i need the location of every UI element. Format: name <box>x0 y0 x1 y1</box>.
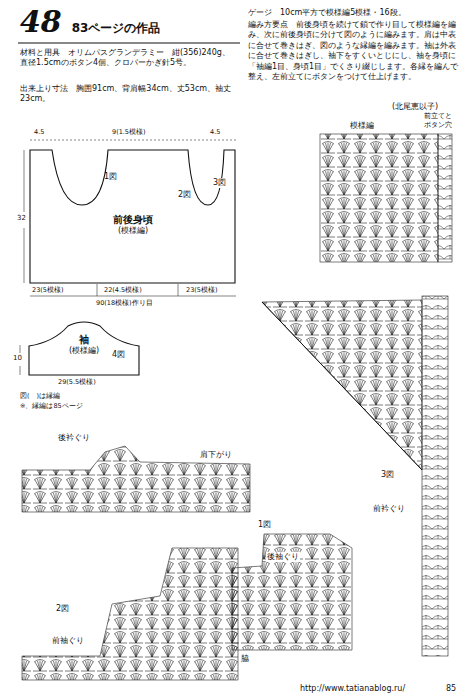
dimension: 23(5模様) <box>186 286 217 294</box>
size-note: 出来上り寸法 胸囲91cm、背肩幅34cm、丈53cm、袖丈23cm。 <box>20 84 235 105</box>
part-label: 前袖ぐり <box>52 636 84 646</box>
figure-ref: 2図 <box>56 604 69 614</box>
dimension: 90(18模様)作り目 <box>96 299 153 307</box>
figure-ref: 3図 <box>212 178 227 188</box>
note: 図( )は縁編 <box>20 392 60 400</box>
dimension: 4.5 <box>34 128 44 136</box>
dimension: 23(5模様) <box>32 286 63 294</box>
dimension-lines <box>20 140 236 375</box>
node-text: 48 83ページの作品 <box>18 4 240 40</box>
dimension: 9(1.5模様) <box>112 128 146 136</box>
front-armhole-chart <box>22 548 238 680</box>
header-rule <box>18 42 240 43</box>
watermark: http://www.tatianablog.ru/ <box>300 684 405 694</box>
gauge-note: ゲージ 10cm平方で模様編5模様・16段。 <box>248 8 460 18</box>
dimension: 22(4.5模様) <box>104 286 142 294</box>
note: ※、縁編は85ページ <box>20 402 83 410</box>
body-piece: 前後身頃(模様編) <box>30 146 236 284</box>
sleeve-piece: 袖(模様編) <box>28 318 140 376</box>
dimension: 4.5 <box>210 128 220 136</box>
part-label: 肩下がり <box>200 450 232 460</box>
part-label: 前衿ぐり <box>372 504 406 514</box>
page-number: 85 <box>446 684 456 694</box>
figure-ref: 2図 <box>178 190 191 200</box>
dimension: 32 <box>16 214 27 223</box>
part-label: 後衿ぐり <box>58 433 90 443</box>
back-neck-chart <box>22 446 250 512</box>
back-armhole-chart <box>232 534 352 650</box>
stitch-note: (模様編) <box>30 226 236 236</box>
materials-note: 材料と用具 オリムパスグランデラミー 紺(356)240g、直径1.5cmのボタ… <box>20 48 235 69</box>
dimension: 29(5.5模様) <box>58 378 96 386</box>
pattern-chart <box>320 134 452 262</box>
part-label: 後袖ぐり <box>266 552 300 562</box>
piece-name: 48 <box>20 4 62 40</box>
header-box: 48 83ページの作品 <box>18 4 240 44</box>
designer-name: (北尾恵以子) <box>392 102 438 112</box>
node-text: 前後身頃(模様編) <box>30 146 236 236</box>
piece-name: 前後身頃 <box>30 214 236 226</box>
node-text: 袖(模様編) <box>28 318 140 356</box>
figure-ref: 1図 <box>258 520 271 530</box>
instructions-note: 編み方要点 前後身頃を続けて鎖で作り目して模様編を編み、次に前後身頃に分けて図の… <box>248 20 460 82</box>
piece-name: 袖 <box>28 334 140 346</box>
stitch-note: 83ページの作品 <box>72 21 161 35</box>
figure-ref: 3図 <box>380 470 395 480</box>
figure-ref: 4図 <box>112 350 125 360</box>
chart-title: 前立てと ボタン穴 <box>424 112 460 130</box>
figure-ref: 1図 <box>104 172 117 182</box>
dimension: 10 <box>12 354 23 363</box>
part-label: 脇 <box>240 654 250 664</box>
chart-title: 模様編 <box>350 121 374 131</box>
